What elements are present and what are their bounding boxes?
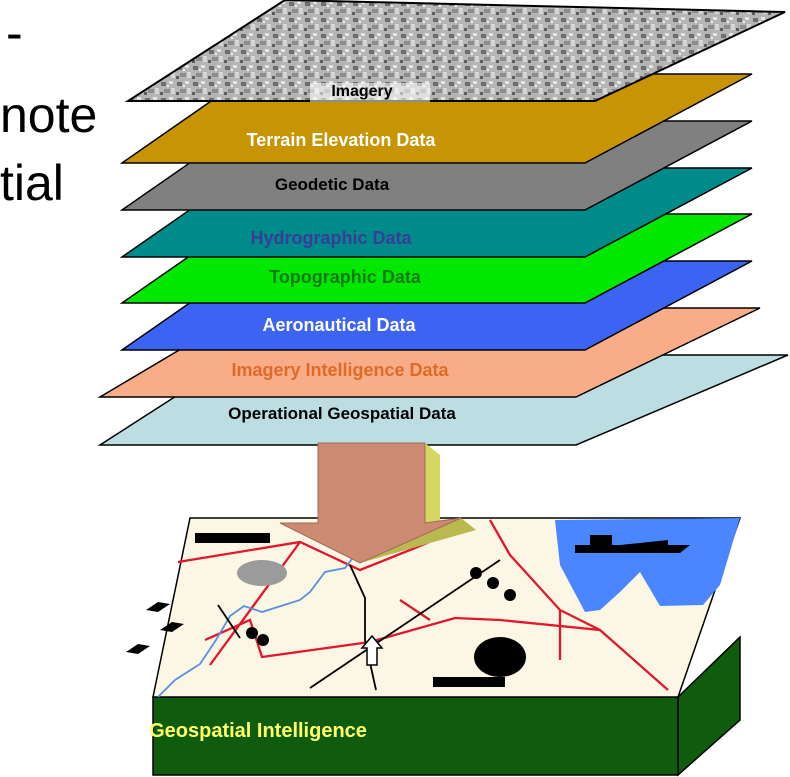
grey-feature bbox=[237, 560, 287, 586]
background-text-line-2: note bbox=[0, 87, 98, 143]
layer-label: Imagery Intelligence Data bbox=[231, 360, 449, 380]
river bbox=[157, 554, 356, 698]
result-label: Geospatial Intelligence bbox=[149, 720, 367, 742]
layer-label: Terrain Elevation Data bbox=[247, 130, 437, 150]
bar-marker-top bbox=[195, 533, 270, 543]
layer-stack: Operational Geospatial Data Imagery Inte… bbox=[97, 0, 789, 446]
ship-icon bbox=[575, 535, 690, 553]
bar-marker-bottom bbox=[433, 677, 505, 687]
geospatial-intelligence-block: Geospatial Intelligence bbox=[126, 517, 742, 777]
layer-label: Topographic Data bbox=[269, 267, 422, 287]
layer-label: Geodetic Data bbox=[275, 175, 390, 194]
layer-label: Hydrographic Data bbox=[250, 228, 412, 248]
boundary-lines bbox=[177, 519, 669, 691]
background-text-line-3: tial bbox=[0, 155, 64, 211]
layer-label: Operational Geospatial Data bbox=[228, 404, 456, 423]
black-feature bbox=[474, 637, 526, 677]
layer-label: Imagery bbox=[331, 83, 392, 100]
down-arrow-icon bbox=[279, 442, 476, 564]
dot-markers bbox=[246, 567, 516, 646]
building-markers bbox=[126, 602, 184, 654]
layer-label: Aeronautical Data bbox=[262, 315, 416, 335]
direction-arrow-icon bbox=[360, 634, 384, 666]
background-text-line-1: - bbox=[6, 5, 23, 61]
layer-imagery: Imagery bbox=[124, 0, 786, 102]
